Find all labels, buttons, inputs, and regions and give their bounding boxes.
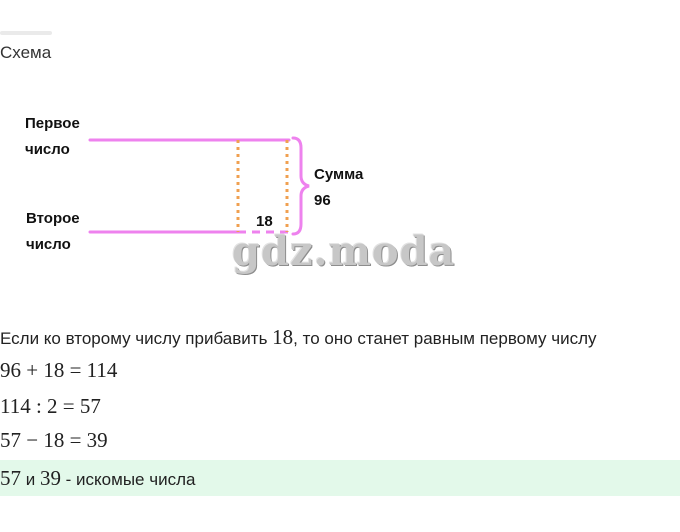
sum-brace xyxy=(291,136,310,236)
watermark: gdz.moda xyxy=(232,228,456,275)
answer-number-1: 57 xyxy=(0,466,21,490)
answer-conjunction: и xyxy=(21,470,40,489)
first-number-label-line1: Первое xyxy=(25,115,80,132)
scheme-svg xyxy=(88,136,310,236)
explanation-before: Если ко второму числу прибавить xyxy=(0,329,273,348)
second-number-label: Второе число xyxy=(26,206,80,258)
answer-number-2: 39 xyxy=(39,466,61,490)
sum-label: Сумма 96 xyxy=(314,162,363,214)
difference-label: 18 xyxy=(256,213,273,230)
explanation-after: , то оно станет равным первому числу xyxy=(293,329,597,348)
second-number-label-line1: Второе xyxy=(26,210,80,227)
answer-row: 57 и 39 - искомые числа xyxy=(0,460,680,496)
equation-2: 114 : 2 = 57 xyxy=(0,394,101,418)
equation-1: 96 + 18 = 114 xyxy=(0,358,118,382)
first-number-label-line2: число xyxy=(25,141,70,158)
answer-text: - искомые числа xyxy=(60,470,196,489)
scheme-diagram: Первое число Второе число 18 Сумма 96 xyxy=(0,100,680,285)
sum-label-line2: 96 xyxy=(314,192,331,209)
top-divider xyxy=(0,31,52,35)
section-heading: Схема xyxy=(0,43,52,62)
sum-label-line1: Сумма xyxy=(314,166,364,183)
explanation-text: Если ко второму числу прибавить 18, то о… xyxy=(0,325,597,350)
second-number-label-line2: число xyxy=(26,236,71,253)
first-number-label: Первое число xyxy=(25,111,80,163)
equation-3: 57 − 18 = 39 xyxy=(0,428,108,452)
explanation-number: 18 xyxy=(272,325,294,349)
